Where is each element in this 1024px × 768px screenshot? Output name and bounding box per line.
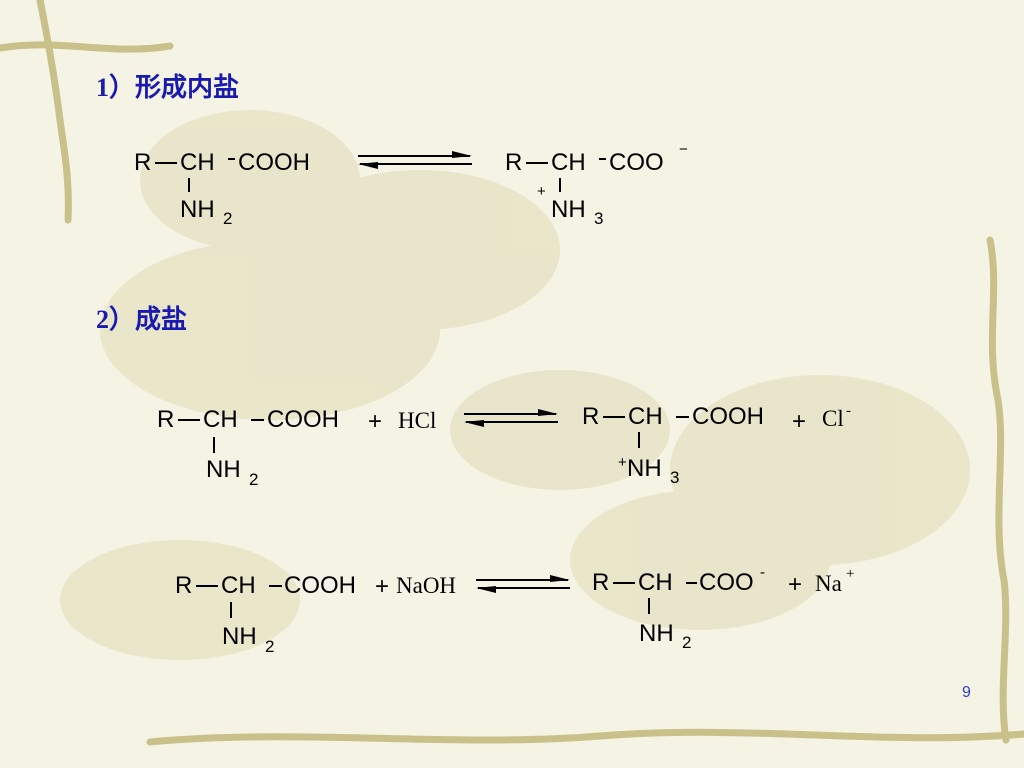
r-group: R (134, 149, 152, 176)
equilibrium-arrow (358, 151, 472, 169)
subscript: 2 (249, 470, 259, 489)
ammonium-group: NH (551, 196, 586, 223)
charge-negative: - (760, 564, 765, 581)
subscript: 2 (682, 633, 692, 652)
carboxyl-group: COOH (238, 149, 310, 176)
plus-sign: + (788, 571, 803, 598)
r-group: R (175, 572, 193, 599)
r-group: R (157, 406, 175, 433)
bond (213, 437, 215, 453)
alpha-carbon: CH (221, 572, 256, 599)
ion-charge: - (846, 403, 851, 419)
bond (155, 162, 177, 164)
charge-positive: + (537, 183, 546, 200)
amino-group: NH (180, 196, 215, 223)
bond (178, 419, 200, 421)
bond (638, 432, 640, 448)
equilibrium-arrow (464, 409, 558, 427)
subscript: 2 (265, 637, 275, 656)
charge-positive: + (618, 454, 627, 471)
subscript: 3 (670, 468, 680, 487)
page-number: 9 (962, 684, 971, 701)
plus-sign: + (792, 408, 807, 435)
r-group: R (592, 569, 610, 596)
carboxyl-group: COOH (267, 406, 339, 433)
bond (676, 416, 689, 418)
alpha-carbon: CH (628, 403, 663, 430)
flower-watermark (60, 110, 970, 660)
amino-group: NH (206, 456, 241, 483)
chloride-ion: Cl (822, 406, 844, 431)
carboxylate-group: COO (609, 149, 664, 176)
bond (269, 585, 282, 587)
alpha-carbon: CH (551, 149, 586, 176)
subscript: 2 (223, 209, 233, 228)
carboxylate-group: COO (699, 569, 754, 596)
alpha-carbon: CH (180, 149, 215, 176)
heading-salt-formation: 2）成盐 (96, 305, 188, 334)
bond (251, 419, 264, 421)
bond (648, 598, 650, 614)
vine-border (0, 0, 1024, 746)
reagent-hcl: HCl (398, 408, 437, 433)
alpha-carbon: CH (203, 406, 238, 433)
r-group: R (505, 149, 523, 176)
bond (559, 178, 561, 192)
bond (188, 178, 190, 192)
alpha-carbon: CH (638, 569, 673, 596)
bond (228, 158, 235, 160)
plus-sign: + (368, 408, 383, 435)
bond (196, 585, 218, 587)
bond (599, 158, 606, 160)
bond (603, 416, 625, 418)
bond (230, 602, 232, 618)
subscript: 3 (594, 209, 604, 228)
amino-group: NH (639, 620, 674, 647)
bond (686, 582, 697, 584)
sodium-ion: Na (815, 571, 842, 596)
reagent-naoh: NaOH (396, 573, 457, 598)
bond (526, 162, 548, 164)
ion-charge: + (846, 566, 855, 582)
carboxyl-group: COOH (284, 572, 356, 599)
bond (613, 582, 635, 584)
r-group: R (582, 403, 600, 430)
equilibrium-arrow (476, 575, 570, 593)
heading-internal-salt: 1）形成内盐 (96, 73, 240, 102)
amino-group: NH (222, 623, 257, 650)
charge-negative: − (679, 141, 688, 158)
carboxyl-group: COOH (692, 403, 764, 430)
plus-sign: + (375, 573, 390, 600)
ammonium-group: NH (627, 455, 662, 482)
